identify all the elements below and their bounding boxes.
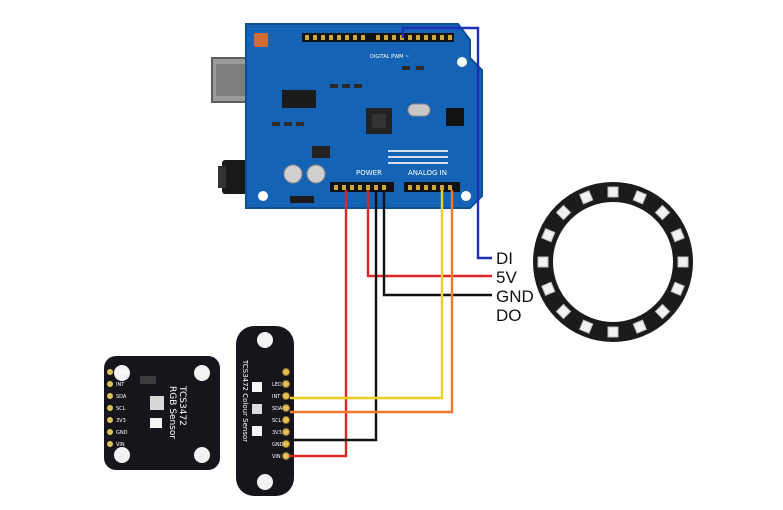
ring-led <box>607 186 619 198</box>
power-label: POWER <box>356 169 382 177</box>
wire-sensor-gnd <box>290 190 378 442</box>
ring-led <box>579 319 594 334</box>
ring-led <box>677 256 689 268</box>
ring-led <box>541 281 556 296</box>
ring-led <box>541 228 556 243</box>
colour-sensor-pin-label: SDA <box>272 406 283 412</box>
wire-5v <box>366 190 492 278</box>
colour-sensor-pin-label: LED <box>272 382 282 388</box>
wire-gnd <box>382 190 492 297</box>
colour-sensor-pin-label: 3V3 <box>272 430 282 436</box>
rgb-sensor-pin-label: LED <box>116 370 126 376</box>
wires <box>290 26 492 458</box>
wire-scl <box>290 190 454 414</box>
crystal <box>407 103 431 117</box>
sensor-chip <box>150 396 164 410</box>
rgb-sensor-pin-label: SCL <box>116 406 126 412</box>
rgb-sensor-pin-label: SDA <box>116 394 127 400</box>
capacitor-2 <box>306 164 326 184</box>
capacitor-1 <box>283 164 303 184</box>
wire-sensor-vin <box>290 190 348 458</box>
ring-led <box>537 256 549 268</box>
rgb-sensor-pin-label: INT <box>116 382 125 388</box>
ring-led <box>632 319 647 334</box>
white-led <box>150 418 162 428</box>
wire-sda <box>290 190 444 400</box>
reset-button <box>254 33 268 47</box>
ring-led <box>555 204 572 221</box>
rgb-sensor-board: TCS3472 RGB Sensor <box>104 356 220 470</box>
pin-label-di: DI <box>496 249 513 268</box>
ring-led <box>670 228 685 243</box>
rgb-sensor-title: TCS3472 <box>177 385 187 426</box>
rgb-sensor-pcb <box>104 356 220 470</box>
colour-sensor-pin-label: GND <box>272 442 284 448</box>
analog-label: ANALOG IN <box>408 169 447 177</box>
rgb-sensor-pin-label: VIN <box>116 442 125 448</box>
rgb-sensor-pin-label: GND <box>116 430 128 436</box>
colour-sensor-pin-label: SCL <box>272 418 282 424</box>
colour-sensor-pin-label: INT <box>272 394 281 400</box>
colour-sensor-title: TCS3472 Colour Sensor <box>241 359 249 442</box>
wire-di <box>401 26 492 260</box>
ring-led <box>654 204 671 221</box>
ring-led <box>579 190 594 205</box>
arduino-board: DIGITAL PWM ~ POWER ANALOG IN <box>211 23 483 209</box>
led-ring <box>533 182 693 342</box>
pin-label-5v: 5V <box>496 268 517 287</box>
sensor-chip-2 <box>252 404 262 414</box>
colour-sensor-pcb <box>236 326 294 496</box>
white-led-1 <box>252 382 262 392</box>
ring-led <box>607 326 619 338</box>
ring-leds <box>537 186 689 338</box>
ring-led <box>654 303 671 320</box>
icsp-header <box>446 108 464 126</box>
colour-sensor-pin-label: VIN <box>272 454 281 460</box>
rgb-sensor-subtitle: RGB Sensor <box>167 386 177 439</box>
colour-sensor-board: TCS3472 Colour Sensor <box>236 326 294 496</box>
ring-led <box>555 303 572 320</box>
digital-header-label: DIGITAL PWM ~ <box>370 54 409 60</box>
ring-led <box>632 190 647 205</box>
usb-chip <box>282 90 316 108</box>
rgb-sensor-pin-label: 3V3 <box>116 418 126 424</box>
ring-led <box>670 281 685 296</box>
white-led-2 <box>252 426 262 436</box>
pin-label-gnd: GND <box>496 287 534 306</box>
pin-label-do: DO <box>496 306 522 325</box>
